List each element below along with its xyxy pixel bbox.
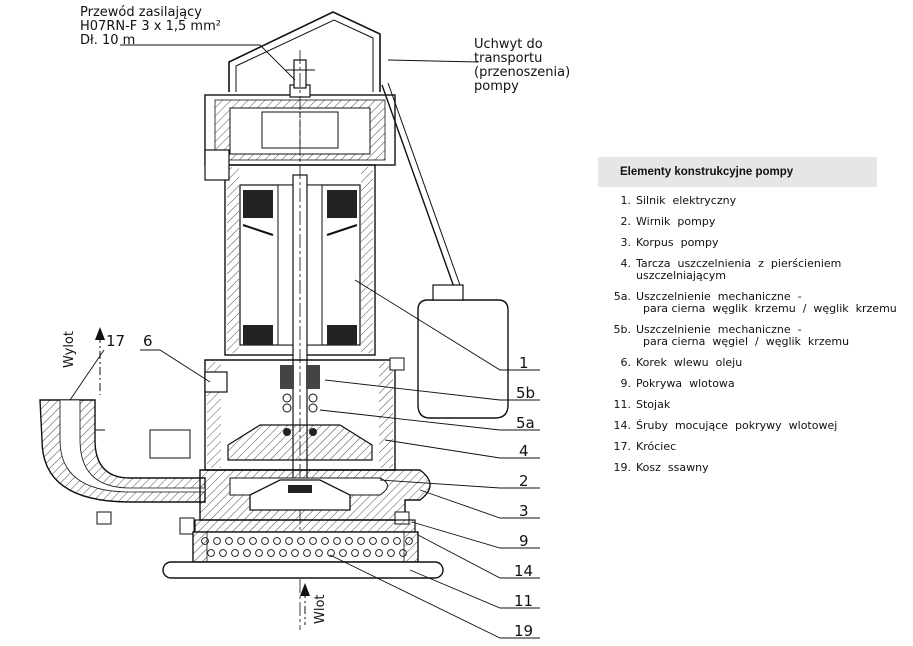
impeller (249, 479, 351, 511)
outlet-flow-label: Wylot (62, 331, 77, 368)
transport-handle-callout: Uchwyt do transportu (przenoszenia) pomp… (474, 37, 571, 94)
part-number-1: 1 (519, 354, 529, 372)
part-number-11: 11 (514, 592, 534, 610)
part-number-2: 2 (519, 472, 529, 490)
legend-item: 5a.Uszczelnienie mechaniczne - para cier… (613, 290, 897, 315)
part-number-3: 3 (519, 502, 529, 520)
inlet-flow-label: Wlot (313, 594, 328, 624)
carry-handle (228, 11, 381, 92)
float-switch (417, 299, 509, 419)
part-number-4: 4 (519, 442, 529, 460)
pump-stand (162, 561, 444, 579)
pump-cross-section-drawing (39, 11, 540, 639)
inlet-cover (194, 519, 416, 533)
legend-title: Elementy konstrukcyjne pompy (598, 157, 877, 187)
suction-strainer (192, 531, 419, 563)
part-number-14: 14 (514, 562, 534, 580)
legend-item: 4.Tarcza uszczelnienia z pierścieniem us… (620, 257, 842, 282)
part-number-5a: 5a (516, 414, 535, 432)
legend-item: 9.Pokrywa wlotowa (620, 377, 735, 390)
legend-item: 14.Śruby mocujące pokrywy wlotowej (613, 419, 838, 432)
legend-item: 3.Korpus pompy (620, 236, 719, 249)
legend-item: 6.Korek wlewu oleju (620, 356, 743, 369)
part-number-9: 9 (519, 532, 529, 550)
part-number-19: 19 (514, 622, 534, 640)
legend-item: 19.Kosz ssawny (613, 461, 709, 474)
legend-item: 5b.Uszczelnienie mechaniczne - para cier… (613, 323, 850, 348)
components-legend: Elementy konstrukcyjne pompy 1.Silnik el… (598, 157, 897, 483)
part-number-5b: 5b (516, 384, 536, 402)
part-number-17: 17 (106, 332, 126, 350)
legend-item: 2.Wirnik pompy (620, 215, 716, 228)
power-cable-callout: Przewód zasilający H07RN-F 3 x 1,5 mm² D… (80, 5, 221, 48)
part-number-6: 6 (143, 332, 153, 350)
legend-item: 17.Króciec (613, 440, 677, 453)
legend-list: 1.Silnik elektryczny 2.Wirnik pompy 3.Ko… (598, 194, 897, 474)
legend-item: 1.Silnik elektryczny (620, 194, 737, 207)
legend-item: 11.Stojak (613, 398, 671, 411)
